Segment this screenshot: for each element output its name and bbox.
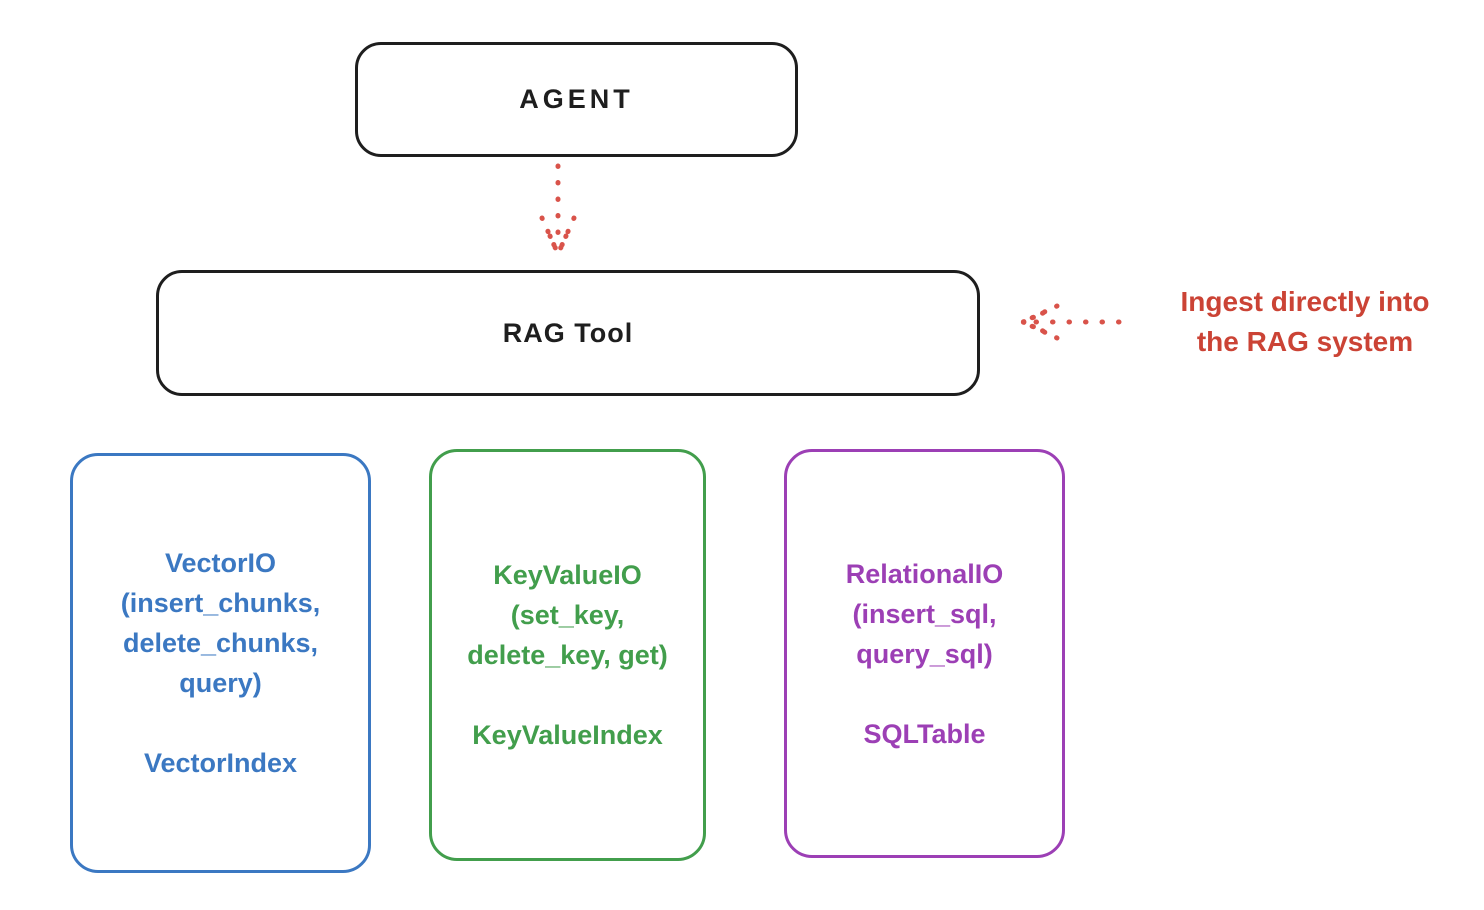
agent-label: AGENT	[519, 84, 634, 114]
relationalio-io-text: RelationalIO (insert_sql, query_sql)	[845, 558, 1004, 669]
ragtool-label: RAG Tool	[502, 317, 634, 348]
vectorio-io-text: VectorIO (insert_chunks, delete_chunks, …	[120, 548, 321, 698]
vectorio-index-label: VectorIndex	[143, 748, 298, 778]
dotted-left-arrow-icon	[1020, 303, 1122, 341]
ingest-annotation-text: Ingest directly into the RAG system	[1180, 286, 1430, 357]
relationalio-index-label: SQLTable	[863, 718, 986, 749]
relationalio-box: RelationalIO (insert_sql, query_sql) SQL…	[784, 449, 1065, 858]
keyvalueio-index-label: KeyValueIndex	[472, 720, 663, 750]
agent-box: AGENT	[355, 42, 798, 157]
keyvalueio-io-text: KeyValueIO (set_key, delete_key, get)	[467, 560, 668, 670]
dotted-down-arrow-icon	[539, 163, 577, 257]
ragtool-box: RAG Tool	[156, 270, 980, 396]
vectorio-box: VectorIO (insert_chunks, delete_chunks, …	[70, 453, 371, 873]
keyvalueio-box: KeyValueIO (set_key, delete_key, get) Ke…	[429, 449, 706, 861]
